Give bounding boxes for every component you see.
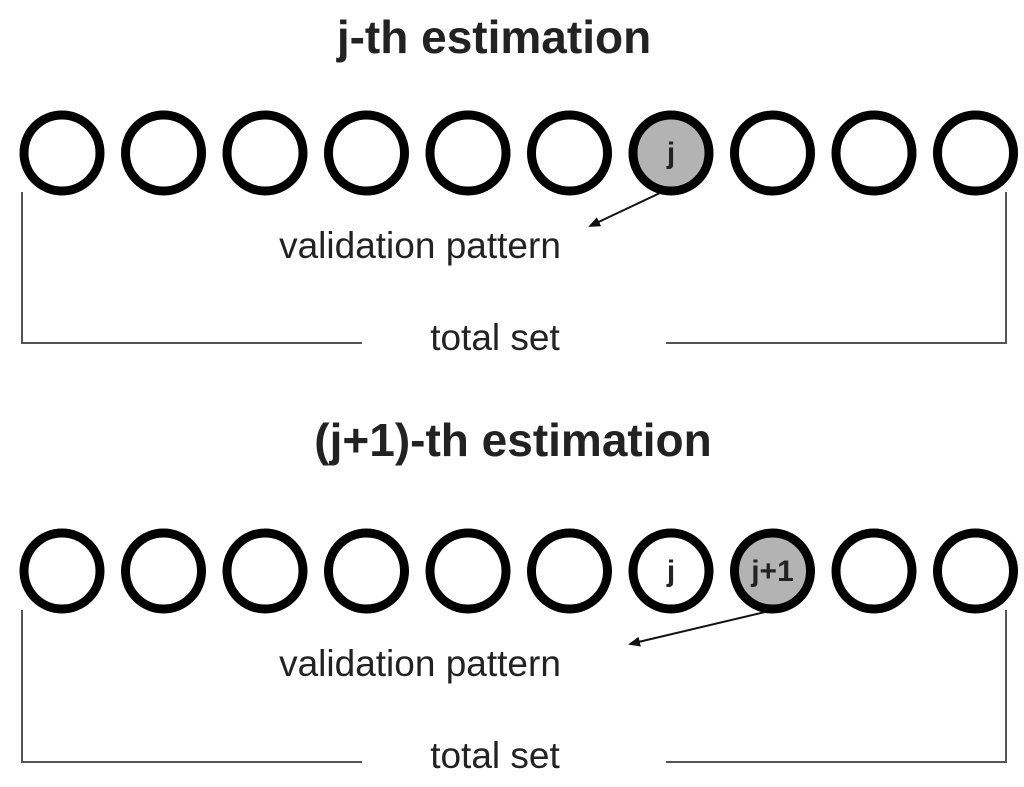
- pattern-circle: [19, 110, 105, 196]
- validation-pattern-label: validation pattern: [279, 225, 561, 266]
- pattern-circle: [222, 528, 308, 614]
- circle-label: j: [666, 137, 675, 170]
- pattern-circle: [324, 528, 409, 614]
- panel-title: j-th estimation: [336, 11, 651, 63]
- pattern-circle: [831, 528, 917, 614]
- pattern-circle: [730, 110, 815, 196]
- pattern-circle: [425, 528, 511, 614]
- pattern-row: j j+1: [19, 528, 1018, 614]
- panel-title: (j+1)-th estimation: [314, 414, 711, 466]
- pattern-circle: [324, 110, 409, 196]
- pointer-arrow: [588, 192, 661, 227]
- pattern-circle: [933, 528, 1018, 614]
- set-bracket-right: [666, 192, 1007, 344]
- pattern-circle: [222, 110, 308, 196]
- pattern-circle: [527, 528, 612, 614]
- pattern-circle: [19, 528, 105, 614]
- pattern-circle: [425, 110, 511, 196]
- set-bracket-right: [666, 610, 1007, 763]
- pattern-row: j: [19, 110, 1018, 196]
- validation-pattern-circle: [730, 528, 815, 614]
- pattern-circle: [121, 528, 206, 614]
- panel-j-plus-1: (j+1)-th estimation j j+1 validation patt…: [19, 414, 1018, 776]
- pointer-arrow: [628, 611, 766, 647]
- total-set-label: total set: [430, 735, 560, 776]
- validation-pattern-circle: [628, 110, 714, 196]
- pattern-circle: [831, 110, 917, 196]
- set-bracket-left: [21, 610, 362, 763]
- set-bracket-left: [21, 192, 362, 344]
- pattern-circle: [527, 110, 612, 196]
- panel-j: j-th estimation j validation pattern tot…: [19, 11, 1018, 358]
- pattern-circle: [628, 528, 714, 614]
- circle-label: j+1: [750, 555, 794, 588]
- pattern-circle: [933, 110, 1018, 196]
- circle-label: j: [666, 555, 675, 588]
- total-set-label: total set: [430, 317, 560, 358]
- validation-pattern-label: validation pattern: [279, 643, 561, 684]
- pattern-circle: [121, 110, 206, 196]
